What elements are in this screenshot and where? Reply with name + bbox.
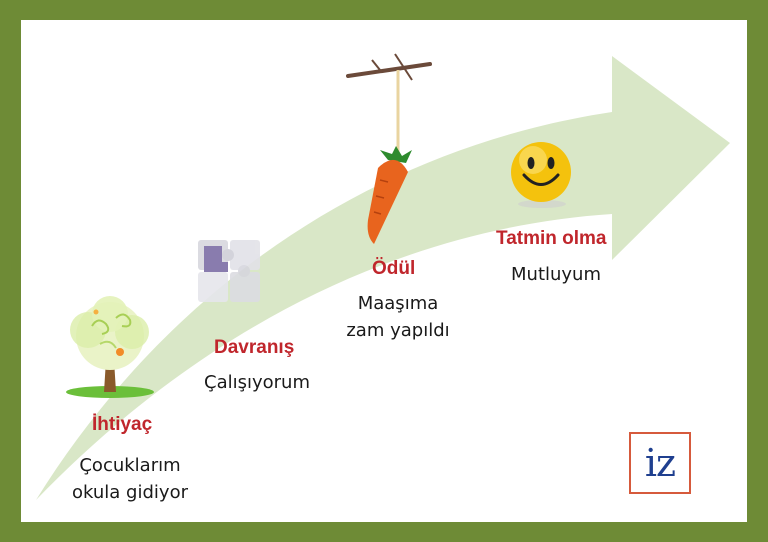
step-text-line: zam yapıldı bbox=[346, 320, 450, 341]
logo-text: iz bbox=[644, 441, 676, 485]
puzzle-icon bbox=[198, 240, 260, 302]
step-text-line: Maaşıma bbox=[357, 293, 439, 314]
step-text-line: Çalışıyorum bbox=[204, 372, 310, 393]
step-text-line: okula gidiyor bbox=[72, 482, 188, 503]
step-text-line: Çocuklarım bbox=[79, 455, 181, 476]
iz-logo: iz bbox=[629, 432, 691, 494]
carrot-on-stick-icon bbox=[346, 53, 432, 244]
step-title-ihtiyac: İhtiyaç bbox=[92, 414, 153, 435]
tree-icon bbox=[66, 296, 154, 398]
step-text-odul: Maaşıma zam yapıldı bbox=[338, 290, 458, 344]
step-title-davranis: Davranış bbox=[214, 337, 295, 358]
step-title-tatmin-olma: Tatmin olma bbox=[496, 228, 607, 249]
step-title-odul: Ödül bbox=[372, 258, 416, 279]
step-text-tatmin-olma: Mutluyum bbox=[496, 261, 616, 288]
step-text-ihtiyac: Çocuklarım okula gidiyor bbox=[60, 452, 200, 506]
step-text-davranis: Çalışıyorum bbox=[192, 369, 322, 396]
smiley-icon bbox=[511, 142, 571, 208]
step-text-line: Mutluyum bbox=[511, 264, 601, 285]
